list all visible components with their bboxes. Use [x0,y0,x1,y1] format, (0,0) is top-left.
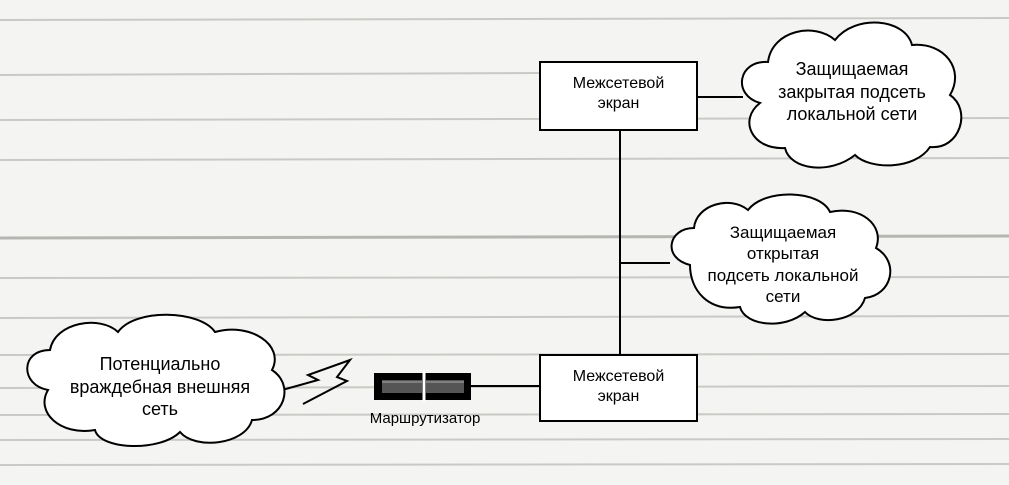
firewall-bottom-line-1: Межсетевой [572,368,665,385]
cloud-closed-subnet [741,21,963,169]
cloud-open-line-3: подсеть локальной [707,265,859,285]
cloud-open-line-1: Защищаемая [729,223,837,242]
router-icon [374,372,471,401]
cloud-hostile-label: Потенциально враждебная внешняя сеть [40,353,280,421]
cloud-closed-line-1: Защищаемая [795,59,909,79]
firewall-top-line-1: Межсетевой [572,75,665,92]
cloud-open-line-2: открытая [746,244,820,264]
cloud-hostile-network [26,313,286,448]
cloud-hostile-line-3: сеть [141,399,179,419]
cloud-open-label: Защищаемая открытая подсеть локальной се… [688,222,878,307]
cloud-closed-line-3: локальной сети [786,104,918,124]
lightning-link-icon [274,357,353,405]
firewall-bottom-box [539,354,698,422]
router-label: Маршрутизатор [369,410,481,427]
cloud-open-subnet [670,193,892,325]
firewall-bottom-label: Межсетевой экран [540,367,697,407]
firewall-top-line-2: экран [597,95,640,112]
cloud-closed-line-2: закрытая подсеть [778,81,926,102]
cloud-hostile-line-2: враждебная внешняя [69,376,251,397]
firewall-top-box [539,61,698,131]
cloud-hostile-line-1: Потенциально [99,354,221,374]
cloud-closed-label: Защищаемая закрытая подсеть локальной се… [752,58,952,126]
cloud-open-line-4: сети [765,286,801,306]
firewall-bottom-line-2: экран [597,388,640,405]
firewall-top-label: Межсетевой экран [540,74,697,114]
